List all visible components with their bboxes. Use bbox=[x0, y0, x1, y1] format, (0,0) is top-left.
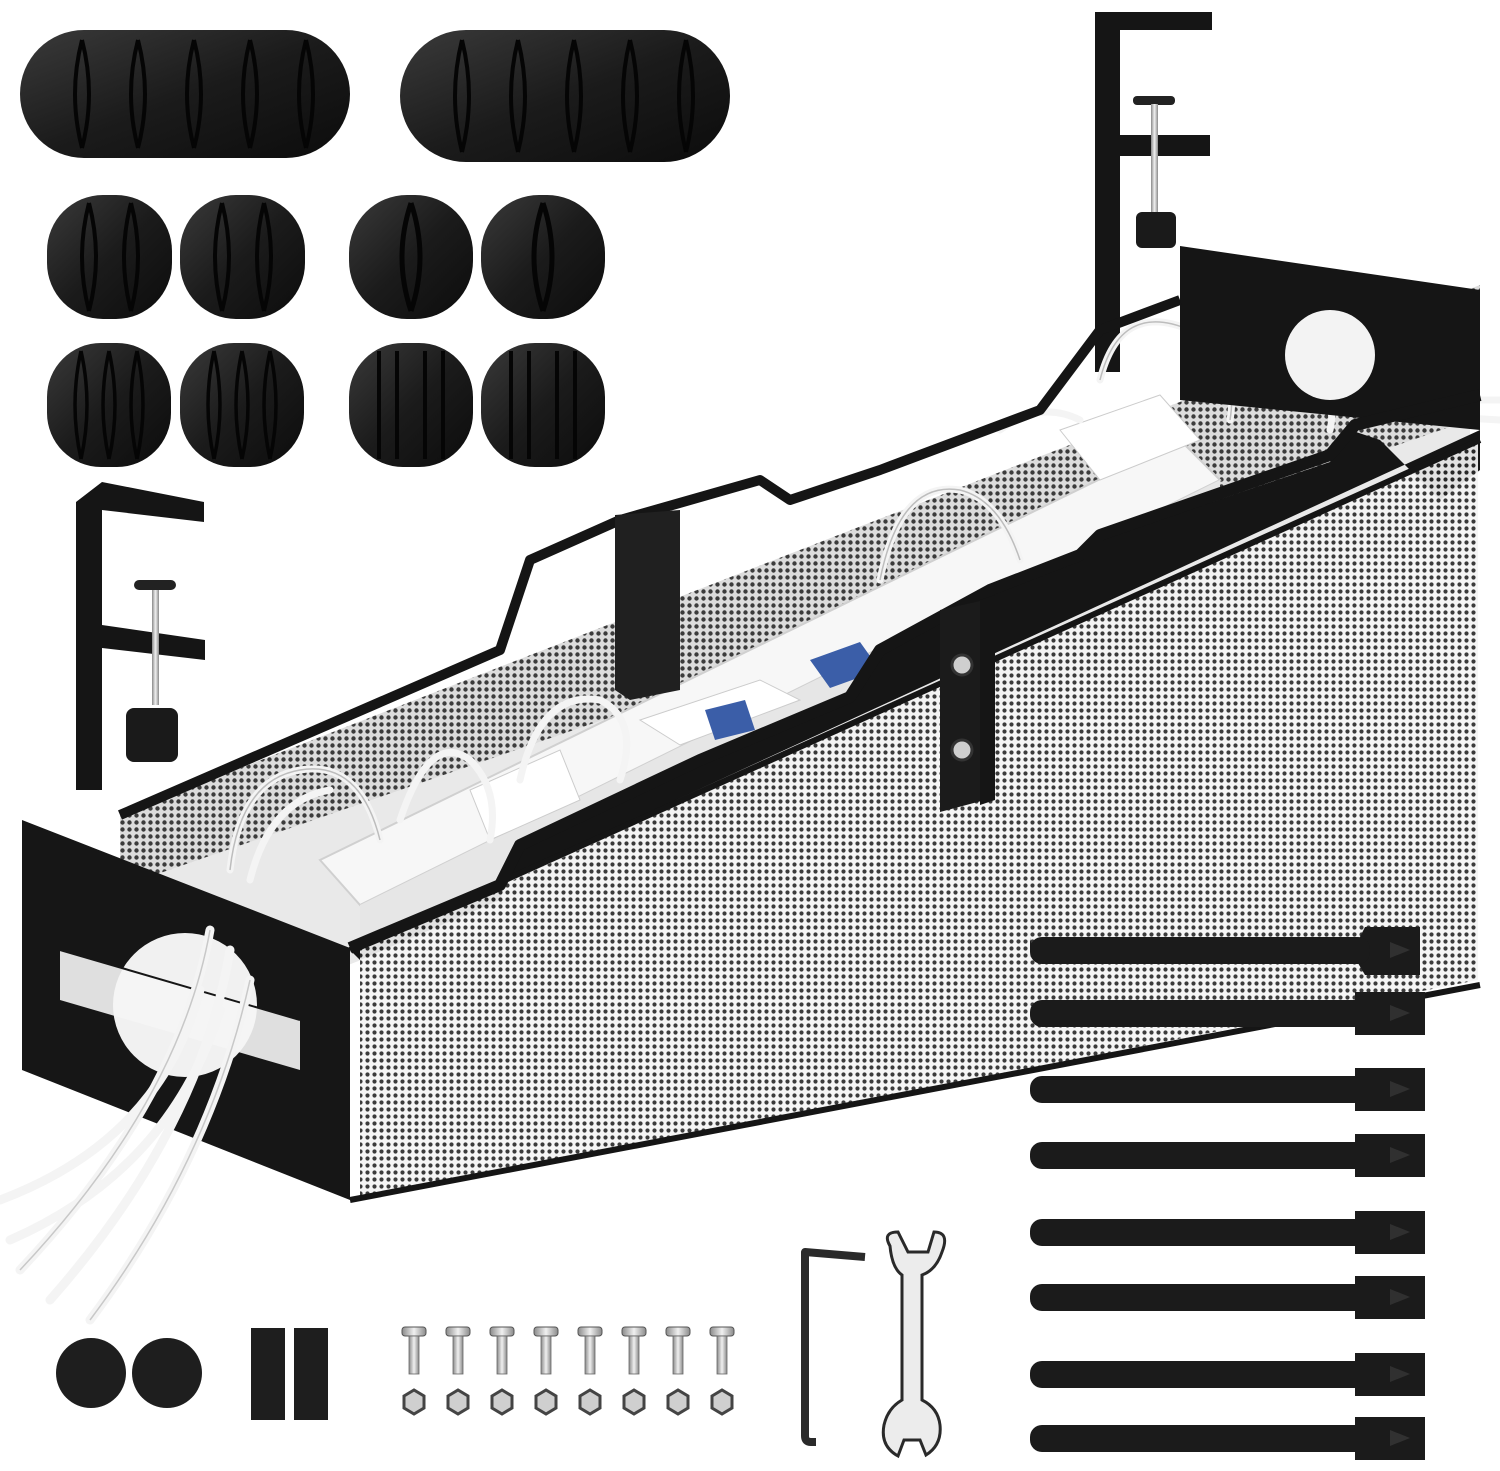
large-cable-clip bbox=[20, 30, 350, 158]
large-cable-clip bbox=[400, 30, 730, 162]
round-cable-clip bbox=[180, 343, 304, 467]
hex-key bbox=[801, 1248, 866, 1446]
nut bbox=[402, 1388, 734, 1416]
velcro-cable-tie bbox=[1030, 927, 1420, 975]
round-cable-clip bbox=[349, 195, 473, 319]
round-cable-clip bbox=[349, 343, 473, 467]
round-cable-clip bbox=[481, 195, 605, 319]
c-clamp bbox=[1095, 12, 1212, 372]
screw bbox=[401, 1326, 735, 1375]
round-cable-clip bbox=[47, 195, 172, 319]
c-clamp bbox=[76, 482, 205, 790]
velcro-cable-tie bbox=[1030, 1276, 1425, 1319]
adhesive-pad bbox=[56, 1328, 328, 1420]
round-cable-clip bbox=[47, 343, 171, 467]
velcro-cable-tie bbox=[1030, 1353, 1425, 1396]
round-cable-clip bbox=[481, 343, 605, 467]
tray-bracket bbox=[615, 510, 995, 812]
velcro-cable-tie bbox=[1030, 1134, 1425, 1177]
wrench bbox=[881, 1230, 947, 1459]
velcro-cable-tie bbox=[1030, 1068, 1425, 1111]
round-cable-clip bbox=[180, 195, 305, 319]
velcro-cable-tie bbox=[1030, 1211, 1425, 1254]
velcro-cable-tie bbox=[1030, 1417, 1425, 1460]
